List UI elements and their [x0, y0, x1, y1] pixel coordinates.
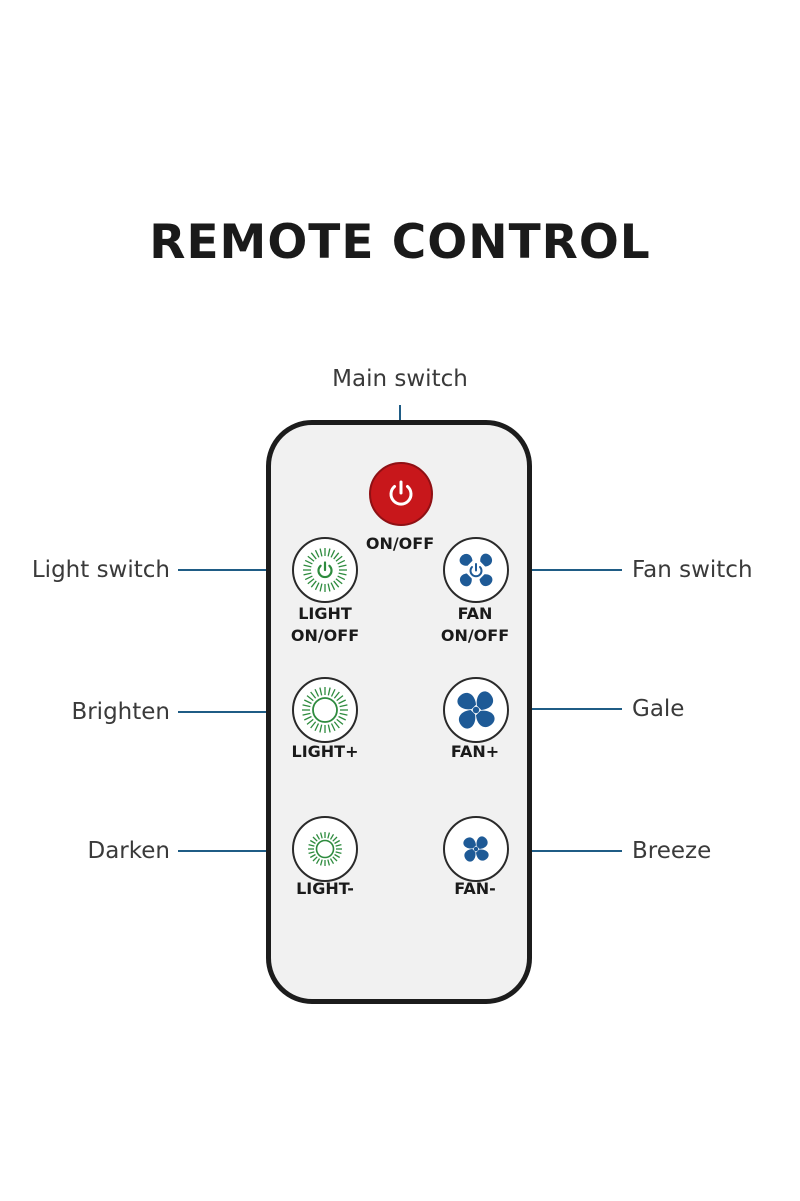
fan-minus-button[interactable]: [443, 816, 509, 882]
callout-light-switch: Light switch: [31, 557, 170, 583]
callout-fan-switch: Fan switch: [632, 557, 753, 583]
fan-small-icon: [463, 836, 489, 862]
light-power-icon: [303, 548, 347, 592]
light-dim-icon: [308, 832, 342, 866]
fan-onoff-label-line1: FAN: [457, 604, 493, 623]
fan-plus-button[interactable]: [443, 677, 509, 743]
callout-darken: Darken: [87, 838, 171, 864]
light-onoff-label-line2: ON/OFF: [290, 626, 360, 645]
page-title: REMOTE CONTROL: [149, 215, 651, 270]
light-bright-icon: [302, 687, 348, 733]
fan-onoff-label-line2: ON/OFF: [440, 626, 510, 645]
light-plus-button[interactable]: [292, 677, 358, 743]
light-onoff-button[interactable]: [292, 537, 358, 603]
fan-onoff-button[interactable]: [443, 537, 509, 603]
fan-icon: [457, 691, 495, 729]
light-onoff-label-line1: LIGHT: [298, 604, 352, 623]
callout-breeze: Breeze: [632, 838, 712, 864]
callout-brighten: Brighten: [71, 699, 170, 725]
light-minus-label: LIGHT-: [296, 879, 354, 898]
fan-minus-label: FAN-: [454, 879, 496, 898]
fan-plus-label: FAN+: [450, 742, 500, 761]
power-button-label: ON/OFF: [365, 534, 435, 553]
fan-power-icon: [459, 553, 493, 587]
light-minus-button[interactable]: [292, 816, 358, 882]
callout-gale: Gale: [632, 696, 685, 722]
power-button[interactable]: [369, 462, 433, 526]
callout-main-switch: Main switch: [332, 366, 468, 392]
light-plus-label: LIGHT+: [291, 742, 359, 761]
power-icon: [389, 480, 413, 506]
